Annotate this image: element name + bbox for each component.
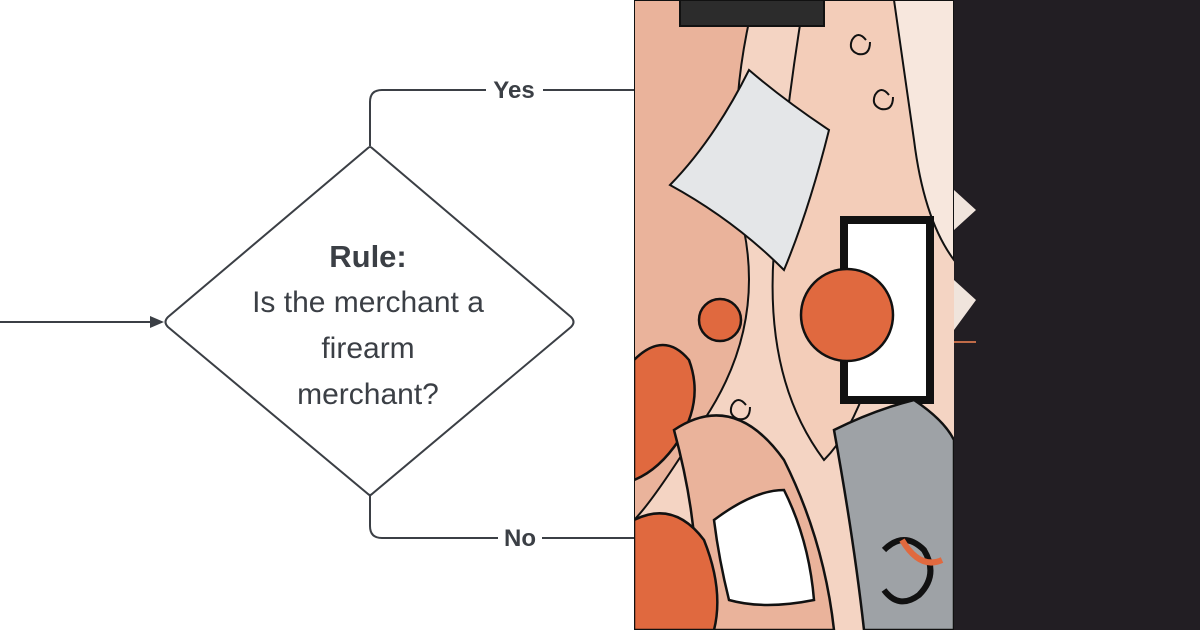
abstract-collage-illustration-icon [634,0,954,630]
dark-side-panel [954,0,1200,630]
decision-question-line-2: firearm [321,332,414,365]
no-branch-label: No [504,525,536,552]
star-accent-icon [954,190,976,343]
yes-branch-label: Yes [493,77,534,104]
flowchart: Yes No Rule: Is the merchant a firearm m… [0,77,640,552]
decision-diamond [164,146,575,496]
decision-title: Rule: [329,239,407,274]
yes-branch-line [369,89,640,146]
decision-question-line-3: merchant? [297,378,439,411]
no-branch-line [369,496,640,539]
decision-question-line-1: Is the merchant a [252,286,484,319]
